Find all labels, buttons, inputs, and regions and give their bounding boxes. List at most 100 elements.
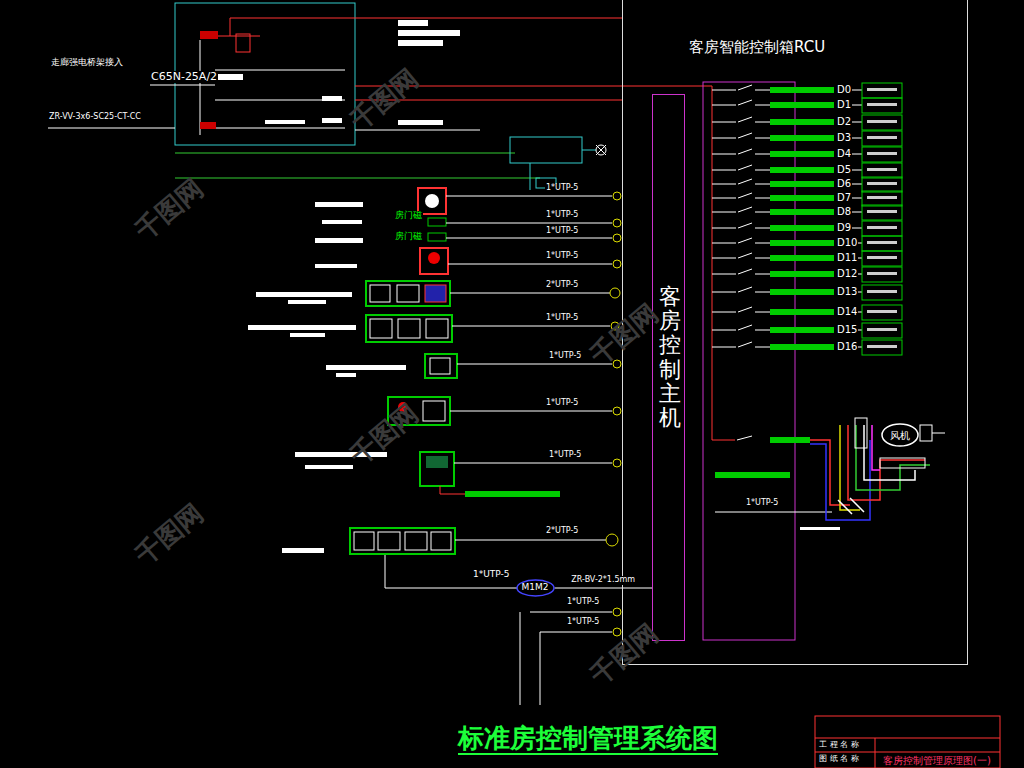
text-label: 1*UTP-5 <box>745 499 779 508</box>
ellipse-outline <box>517 580 554 596</box>
text-label: 房门磁 <box>394 232 423 242</box>
load-note <box>867 196 897 199</box>
output-bar <box>770 271 834 277</box>
load-box <box>862 267 902 282</box>
text-label: 图 纸 名 称 <box>818 755 860 764</box>
text-label: D0 <box>836 84 852 95</box>
output-bar <box>770 119 834 125</box>
wire <box>712 138 736 139</box>
switch-symbol <box>738 223 752 228</box>
ellipse-outline <box>882 424 918 446</box>
load-box <box>862 115 902 130</box>
load-note <box>867 182 897 185</box>
text-label: D12 <box>836 268 858 279</box>
load-box <box>862 305 902 320</box>
text-label: 1*UTP-5 <box>545 399 579 408</box>
text-label: 1*UTP-5 <box>472 570 511 580</box>
load-note <box>867 310 897 313</box>
wire <box>755 274 770 275</box>
fan-symbol: 风机 <box>881 423 919 447</box>
text-label: 1*UTP-5 <box>545 211 579 220</box>
wire <box>755 198 770 199</box>
load-box <box>862 147 902 162</box>
switch-symbol <box>738 207 752 212</box>
load-box <box>862 251 902 266</box>
switch-symbol <box>738 85 752 90</box>
wire <box>755 312 770 313</box>
switch-symbol <box>738 193 752 198</box>
wire <box>852 170 862 171</box>
wire <box>712 258 736 259</box>
output-bar <box>770 309 834 315</box>
text-label: 客房控制管理原理图(一) <box>882 755 992 766</box>
load-box <box>862 205 902 220</box>
text-label: 1*UTP-5 <box>545 252 579 261</box>
text-label: D16 <box>836 341 858 352</box>
wire <box>755 154 770 155</box>
output-bar <box>770 225 834 231</box>
text-label: D2 <box>836 116 852 127</box>
switch-symbol <box>738 342 752 347</box>
watermark: 千图网 <box>585 618 663 690</box>
wire <box>755 330 770 331</box>
output-bar <box>770 102 834 108</box>
wire <box>852 138 862 139</box>
text-label: 1*UTP-5 <box>545 227 579 236</box>
load-note <box>867 345 897 348</box>
text-label: C65N-25A/2 <box>150 71 218 83</box>
wire <box>755 184 770 185</box>
watermark: 千图网 <box>345 398 423 470</box>
wire <box>852 90 862 91</box>
motor-circle: M1M2 <box>516 579 555 597</box>
load-note <box>867 272 897 275</box>
load-box <box>862 236 902 251</box>
wire <box>712 105 736 106</box>
output-bar <box>770 255 834 261</box>
edge-label: ZR-BV-2*1.5mm <box>570 576 636 585</box>
switch-symbol <box>738 179 752 184</box>
text-label: 1*UTP-5 <box>566 618 600 627</box>
text-label: 房门磁 <box>394 211 423 221</box>
load-box <box>862 191 902 206</box>
text-label: 1*UTP-5 <box>545 184 579 193</box>
wire <box>852 184 862 185</box>
switch-symbol <box>738 307 752 312</box>
text-label: D10 <box>836 237 858 248</box>
load-note <box>867 226 897 229</box>
control-box: 客房智能控制箱RCU客房控制主机风机 <box>622 0 968 665</box>
wire <box>755 212 770 213</box>
switch-symbol <box>738 100 752 105</box>
wire <box>755 122 770 123</box>
switch-symbol <box>738 287 752 292</box>
text-label: D8 <box>836 206 852 217</box>
watermark: 千图网 <box>130 173 208 245</box>
load-note <box>867 152 897 155</box>
diagram-title: 标准房控制管理系统图 <box>458 724 718 755</box>
text-label: D4 <box>836 148 852 159</box>
wire <box>852 228 862 229</box>
node-label: 风机 <box>890 430 910 441</box>
wire <box>712 212 736 213</box>
text-label: 1*UTP-5 <box>545 314 579 323</box>
wire <box>712 122 736 123</box>
text-label: D5 <box>836 164 852 175</box>
wire <box>712 154 736 155</box>
output-bar <box>770 151 834 157</box>
load-note <box>867 103 897 106</box>
load-box <box>862 177 902 192</box>
load-note <box>867 210 897 213</box>
output-bar <box>770 167 834 173</box>
switch-symbol <box>738 253 752 258</box>
wire <box>712 347 736 348</box>
output-bar <box>770 289 834 295</box>
wire <box>712 198 736 199</box>
wire <box>712 90 736 91</box>
wire <box>755 292 770 293</box>
watermark: 千图网 <box>130 498 208 570</box>
host-box: 客房控制主机 <box>652 94 685 641</box>
node-label: M1M2 <box>522 583 549 593</box>
wire <box>755 228 770 229</box>
text-label: 1*UTP-5 <box>548 451 582 460</box>
load-box <box>862 98 902 113</box>
